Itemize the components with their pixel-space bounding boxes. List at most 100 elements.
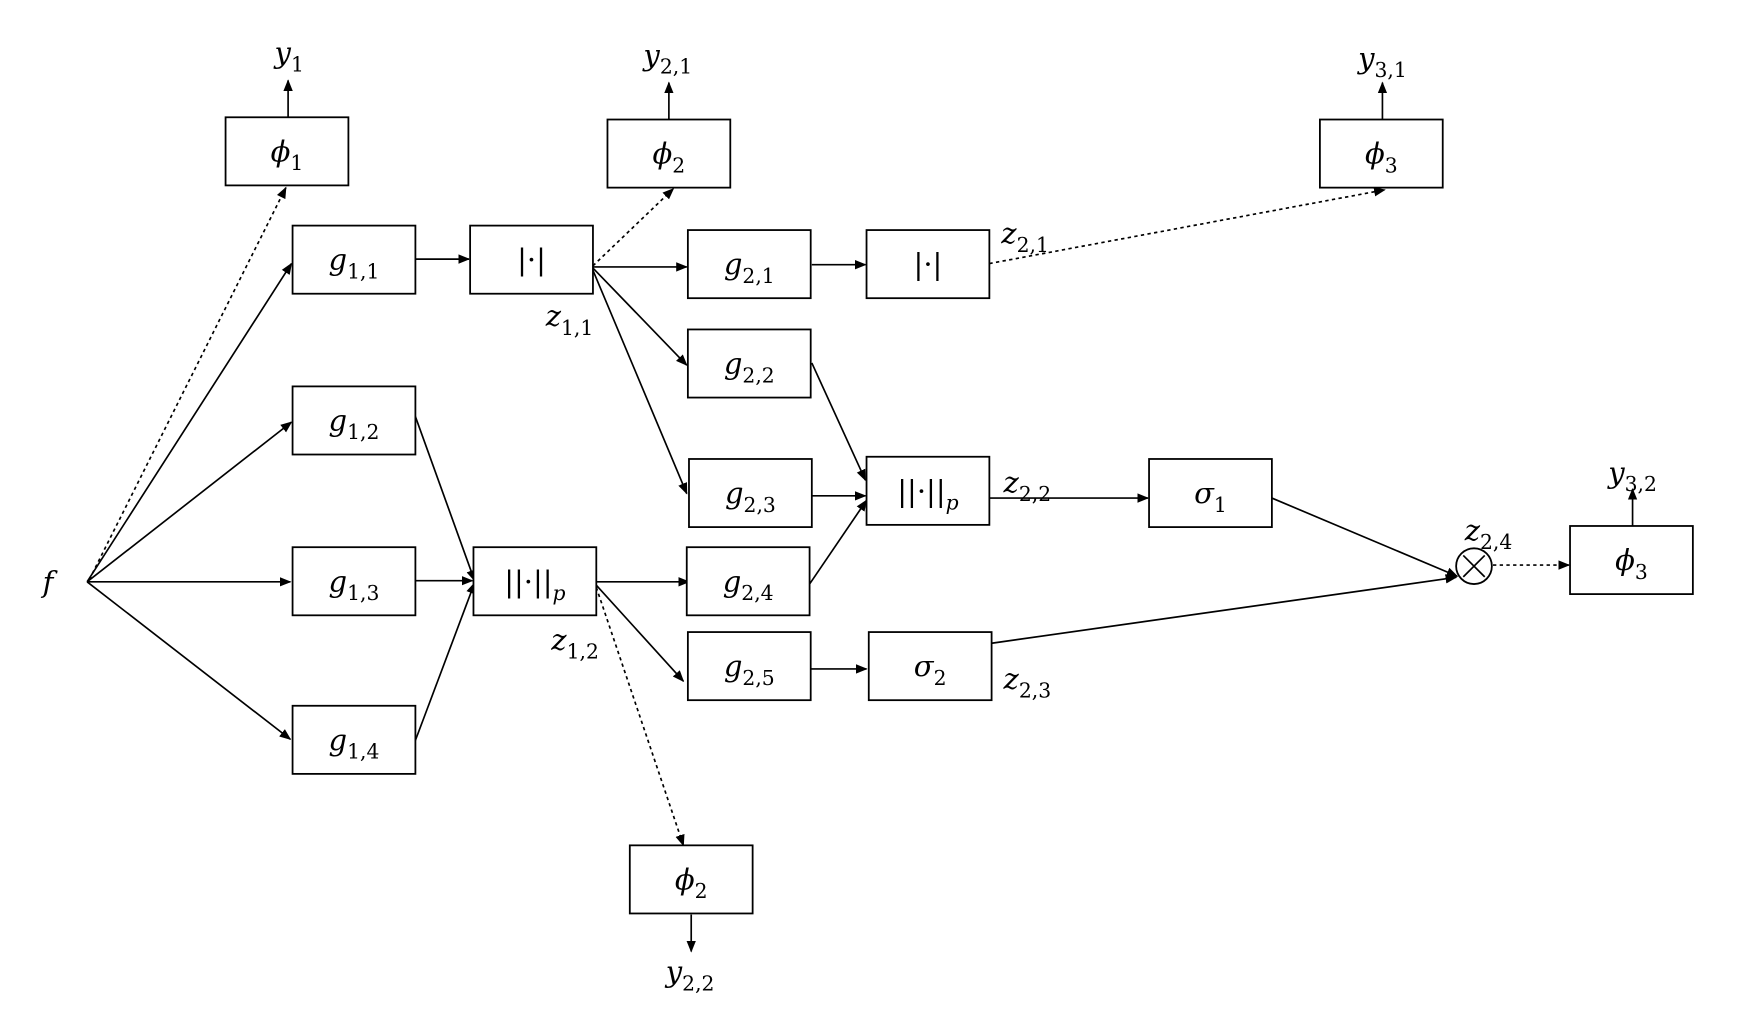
- node-label-sigma1: σ1: [1194, 476, 1227, 517]
- edge-f-to-phi1: [88, 186, 287, 580]
- node-sigma1: σ1: [1148, 458, 1273, 528]
- node-phi1: ϕ1: [224, 116, 350, 187]
- node-box: [469, 224, 594, 295]
- node-label-g11-subscript: 1,1: [347, 259, 379, 283]
- label-z21-subscript: 2,1: [1017, 233, 1049, 257]
- node-label-phi1-subscript: 1: [290, 151, 303, 175]
- edge-abs1-to-g22: [592, 267, 688, 367]
- label-y22: y2,2: [664, 955, 715, 996]
- node-label-phi3b-subscript: 3: [1635, 560, 1648, 584]
- edge-f-to-g12: [86, 421, 293, 583]
- node-box: [865, 229, 991, 300]
- edge-abs2-to-phi3a: [989, 187, 1386, 265]
- label-y32-symbol: y: [1606, 455, 1625, 489]
- node-label-g14-symbol: g: [329, 723, 348, 757]
- label-z11-subscript: 1,1: [561, 316, 593, 340]
- label-z12-symbol: z: [550, 623, 567, 657]
- node-label-g24: g2,4: [723, 564, 774, 605]
- node-label-g13-symbol: g: [329, 564, 348, 598]
- node-g11: g1,1: [291, 224, 417, 295]
- node-box: [688, 458, 813, 528]
- node-label-phi2a-symbol: ϕ: [653, 137, 673, 171]
- node-label-sigma2-symbol: σ: [914, 649, 935, 683]
- node-phi2b: ϕ2: [628, 844, 754, 915]
- edge-g14-to-norm1: [414, 581, 476, 741]
- node-label-abs1-symbol: |·|: [517, 243, 546, 277]
- node-label-g13: g1,3: [329, 564, 380, 605]
- node-norm2: ||·||p: [865, 455, 991, 526]
- node-label-norm1-symbol: ||·||: [504, 564, 552, 598]
- node-label-g25: g2,5: [724, 649, 775, 690]
- edge-abs1-to-phi2a: [592, 187, 675, 267]
- label-z21: z2,1: [1000, 216, 1049, 257]
- edge-norm1-to-g25: [595, 584, 685, 683]
- node-phi2a: ϕ2: [606, 118, 732, 189]
- node-label-g22-subscript: 2,2: [742, 363, 774, 387]
- node-label-g21-symbol: g: [724, 247, 743, 281]
- label-f: f: [41, 565, 59, 599]
- label-z22-symbol: z: [1003, 465, 1020, 499]
- node-label-sigma1-symbol: σ: [1194, 476, 1215, 510]
- label-y32-subscript: 3,2: [1625, 472, 1657, 496]
- node-box: [291, 546, 417, 617]
- node-label-norm1: ||·||p: [504, 564, 565, 605]
- node-abs1: |·|: [469, 224, 594, 295]
- node-label-phi2a: ϕ2: [653, 137, 686, 178]
- node-label-phi1: ϕ1: [271, 134, 304, 175]
- node-box: [865, 455, 991, 526]
- node-box: [606, 118, 732, 189]
- node-box: [1148, 458, 1273, 528]
- node-box: [291, 224, 417, 295]
- node-g22: g2,2: [686, 328, 812, 399]
- node-g21: g2,1: [686, 229, 812, 300]
- node-box: [224, 116, 350, 187]
- node-label-g13-subscript: 1,3: [347, 581, 379, 605]
- label-z24-symbol: z: [1464, 514, 1481, 548]
- label-z11: z1,1: [545, 299, 594, 340]
- node-label-norm2: ||·||p: [897, 474, 958, 515]
- node-label-phi3a-subscript: 3: [1385, 153, 1398, 177]
- label-z22: z2,2: [1003, 465, 1052, 506]
- label-f-symbol: f: [41, 565, 59, 599]
- node-g13: g1,3: [291, 546, 417, 617]
- node-abs2: |·|: [865, 229, 991, 300]
- node-label-g23: g2,3: [725, 476, 776, 517]
- node-label-g11: g1,1: [329, 243, 380, 284]
- node-label-g12: g1,2: [329, 404, 380, 445]
- label-y21: y2,1: [641, 38, 692, 79]
- label-z23-symbol: z: [1003, 662, 1020, 696]
- node-label-g24-symbol: g: [723, 564, 742, 598]
- label-z23: z2,3: [1003, 662, 1052, 703]
- label-y1: y1: [273, 36, 304, 77]
- label-y1-symbol: y: [273, 36, 292, 70]
- node-box: [291, 704, 417, 775]
- label-z12: z1,2: [550, 623, 599, 664]
- node-sigma2: σ2: [867, 631, 993, 702]
- node-label-g12-subscript: 1,2: [347, 420, 379, 444]
- node-box: [291, 385, 417, 456]
- node-label-g22: g2,2: [724, 347, 775, 388]
- node-label-phi3b-symbol: ϕ: [1615, 543, 1635, 577]
- node-g24: g2,4: [685, 546, 811, 617]
- label-z23-subscript: 2,3: [1019, 679, 1051, 703]
- node-label-g25-symbol: g: [724, 649, 743, 683]
- node-g12: g1,2: [291, 385, 417, 456]
- node-label-phi2a-subscript: 2: [672, 153, 685, 177]
- label-y21-symbol: y: [641, 38, 660, 72]
- node-label-phi3a: ϕ3: [1365, 137, 1398, 178]
- node-box: [1319, 118, 1444, 189]
- node-label-phi2b: ϕ2: [675, 862, 708, 903]
- node-box: [685, 546, 811, 617]
- label-z24: z2,4: [1464, 514, 1513, 555]
- node-phi3b: ϕ3: [1569, 525, 1694, 595]
- node-label-abs2: |·|: [914, 247, 943, 281]
- node-label-phi1-symbol: ϕ: [271, 134, 291, 168]
- edge-g24-to-norm2: [808, 499, 868, 585]
- node-box: [472, 546, 598, 617]
- label-y31: y3,1: [1356, 41, 1407, 82]
- node-box: [686, 631, 812, 702]
- label-y21-subscript: 2,1: [660, 55, 692, 79]
- node-label-phi3b: ϕ3: [1615, 543, 1648, 584]
- node-label-g23-symbol: g: [725, 476, 744, 510]
